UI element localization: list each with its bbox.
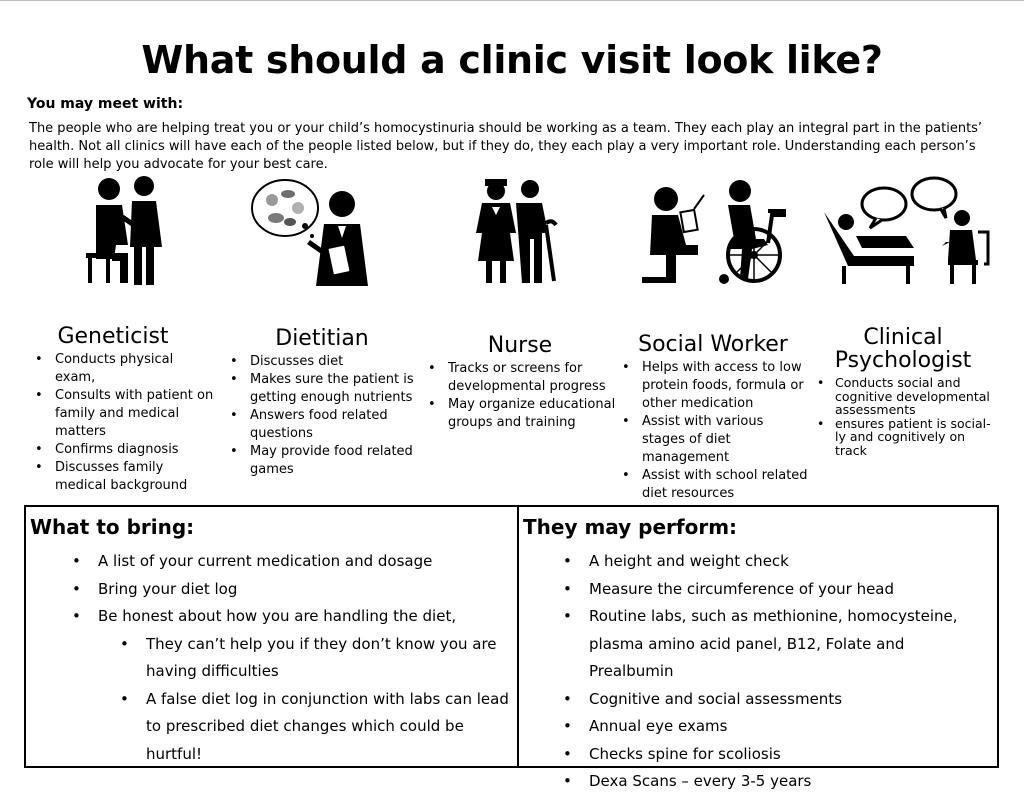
role-title-psychologist: Clinical Psychologist: [823, 326, 983, 372]
nurse-list: Tracks or screens for developmental prog…: [424, 360, 624, 432]
list-item: Checks spine for scoliosis: [561, 741, 993, 769]
list-item: Helps with access to low protein foods, …: [618, 359, 810, 413]
info-table: What to bring: A list of your current me…: [24, 505, 999, 795]
list-item: Dexa Scans – every 3-5 years: [561, 768, 993, 796]
role-title-geneticist: Geneticist: [57, 324, 169, 349]
page-title: What should a clinic visit look like?: [141, 38, 883, 82]
list-item: Tracks or screens for developmental prog…: [424, 360, 624, 396]
list-item: May provide food related games: [226, 443, 418, 479]
list-item: Conducts physical exam,: [31, 351, 216, 387]
list-item: May organize educational groups and trai…: [424, 396, 624, 432]
role-title-dietitian: Dietitian: [275, 326, 369, 351]
list-item: A height and weight check: [561, 548, 993, 576]
role-title-social-worker: Social Worker: [638, 332, 788, 357]
list-item: Be honest about how you are handling the…: [70, 603, 510, 631]
social-worker-list: Helps with access to low protein foods, …: [618, 359, 810, 503]
role-title-line: Psychologist: [834, 348, 972, 373]
list-item: Assist with school related diet resource…: [618, 467, 810, 503]
dietitian-list: Discusses diet Makes sure the patient is…: [226, 353, 418, 479]
dietitian-icon: [250, 176, 374, 286]
list-item: Conducts social and cognitive developmen…: [815, 376, 1000, 417]
list-item: ensures patient is social-ly and cogniti…: [815, 416, 1000, 458]
list-item: Assist with various stages of diet manag…: [618, 413, 810, 467]
list-item: Consults with patient on family and medi…: [31, 387, 216, 441]
list-item: Makes sure the patient is getting enough…: [226, 371, 418, 407]
perform-title: They may perform:: [523, 515, 738, 539]
bring-list: A list of your current medication and do…: [70, 548, 510, 768]
list-item: They can’t help you if they don’t know y…: [118, 631, 510, 686]
list-item: A list of your current medication and do…: [70, 548, 510, 576]
intro-text: The people who are helping treat you or …: [29, 121, 983, 172]
geneticist-list: Conducts physical exam, Consults with pa…: [31, 351, 216, 495]
list-item: Discusses family medical background: [31, 459, 216, 495]
list-item: Answers food related questions: [226, 407, 418, 443]
nurse-icon: [474, 177, 568, 285]
role-title-nurse: Nurse: [487, 333, 553, 358]
list-item: Cognitive and social assessments: [561, 686, 993, 714]
intro-heading: You may meet with:: [27, 96, 184, 112]
role-title-line: Clinical: [863, 325, 943, 350]
psychologist-icon: [822, 176, 996, 286]
list-item: Bring your diet log: [70, 576, 510, 604]
perform-list: A height and weight check Measure the ci…: [561, 548, 993, 796]
psychologist-list: Conducts social and cognitive developmen…: [815, 376, 1000, 457]
list-item: Measure the circumference of your head: [561, 576, 993, 604]
bring-title: What to bring:: [30, 515, 195, 539]
list-item: Annual eye exams: [561, 713, 993, 741]
doctor-patient-icon: [82, 175, 182, 285]
column-divider: [517, 507, 519, 766]
list-item: Routine labs, such as methionine, homocy…: [561, 603, 993, 686]
list-item: Discusses diet: [226, 353, 418, 371]
social-worker-icon: [640, 175, 790, 287]
top-rule: [0, 0, 1024, 1]
list-item: Confirms diagnosis: [31, 441, 216, 459]
list-item: A false diet log in conjunction with lab…: [118, 686, 510, 769]
